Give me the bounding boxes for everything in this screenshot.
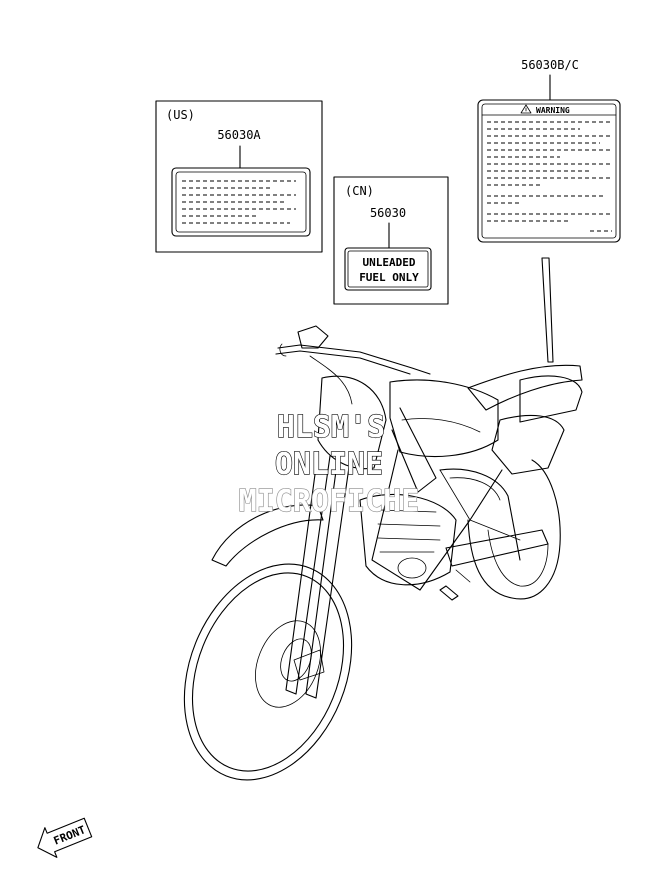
motorcycle-illustration bbox=[183, 325, 583, 781]
warning-header-text: WARNING bbox=[536, 106, 570, 115]
us-label-sticker bbox=[171, 167, 311, 237]
cn-callout-frame bbox=[333, 176, 449, 305]
cn-fuel-sticker: UNLEADED FUEL ONLY bbox=[344, 247, 432, 291]
us-part-number: 56030A bbox=[217, 128, 261, 142]
front-arrow-shape bbox=[37, 817, 93, 858]
us-callout-frame bbox=[155, 100, 323, 253]
warning-triangle-icon bbox=[520, 104, 532, 114]
watermark-line2: ONLINE bbox=[275, 447, 383, 482]
warning-label-callout: 56030B/C WARNING bbox=[477, 58, 621, 363]
watermark: HLSM'S ONLINE MICROFICHE bbox=[238, 409, 420, 519]
watermark-line3: MICROFICHE bbox=[239, 484, 420, 519]
us-label-callout: (US) 56030A bbox=[155, 100, 323, 253]
watermark-line1: HLSM'S bbox=[277, 410, 385, 445]
cn-part-number: 56030 bbox=[370, 206, 406, 220]
us-region-text: (US) bbox=[166, 108, 195, 122]
cn-label-callout: (CN) 56030 UNLEADED FUEL ONLY bbox=[333, 176, 449, 305]
warning-pointer-arrow bbox=[541, 257, 554, 363]
cn-region-text: (CN) bbox=[345, 184, 374, 198]
cn-sticker-line2: FUEL ONLY bbox=[359, 271, 419, 284]
cn-sticker-line1: UNLEADED bbox=[363, 256, 416, 269]
warning-sticker: WARNING bbox=[477, 99, 621, 243]
front-arrow-label: FRONT bbox=[52, 823, 88, 848]
front-direction-arrow: FRONT bbox=[37, 817, 93, 858]
warning-part-number: 56030B/C bbox=[521, 58, 579, 72]
